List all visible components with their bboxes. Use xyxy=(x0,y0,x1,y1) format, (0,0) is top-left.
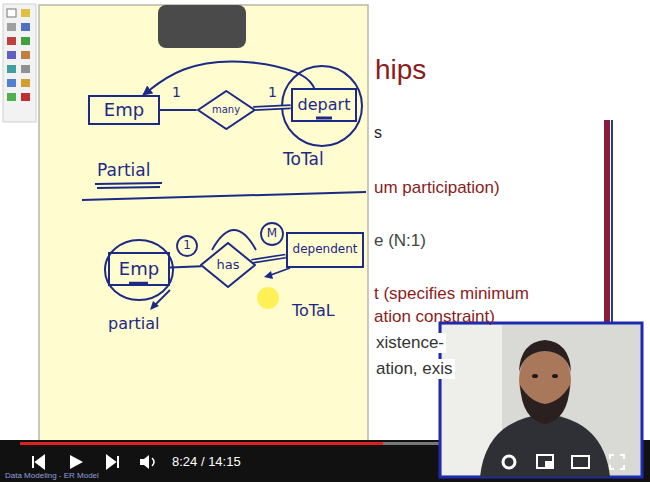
tool-icon xyxy=(21,65,30,73)
connector-gap xyxy=(252,256,286,261)
cursor-highlight xyxy=(257,287,279,309)
slide-text: um participation) xyxy=(374,178,500,198)
miniplayer-icon xyxy=(537,455,553,468)
weak-entity-circle xyxy=(282,66,362,146)
key-underline xyxy=(129,282,148,285)
tool-icon xyxy=(7,65,16,73)
tool-icon xyxy=(7,93,16,101)
slide-text: xistence- xyxy=(374,333,446,353)
tool-icon xyxy=(7,23,16,31)
slide-text: t (specifies minimum xyxy=(374,284,529,304)
separator-line xyxy=(82,192,366,200)
entity-box: Emp xyxy=(88,95,160,125)
node-text: has xyxy=(217,258,240,273)
person-hair xyxy=(519,340,571,372)
cardinality: 1 xyxy=(172,84,181,100)
weak-entity-box: depart xyxy=(291,88,358,122)
settings-icon xyxy=(503,456,515,468)
note-panel xyxy=(39,5,368,442)
slide-text: e (N:1) xyxy=(374,231,426,251)
theater-icon xyxy=(572,456,589,468)
participation-note: ToTaL xyxy=(292,302,335,320)
connector-path xyxy=(170,266,201,267)
volume-icon xyxy=(140,455,149,469)
participation-note: partial xyxy=(108,315,160,333)
tool-icon xyxy=(21,37,30,45)
fullscreen-icon xyxy=(610,455,624,469)
underline xyxy=(95,183,162,184)
relationship-diamond: many xyxy=(197,90,256,130)
node-text: dependent xyxy=(293,243,358,257)
tool-icon xyxy=(21,23,30,31)
slide-text: s xyxy=(374,124,382,142)
connector-path xyxy=(252,256,286,261)
cardinality: 1 xyxy=(268,84,277,100)
relationship-line xyxy=(170,266,201,267)
connector-gap xyxy=(253,107,290,109)
entity-box: Emp xyxy=(108,252,170,286)
next-icon xyxy=(107,456,118,468)
connector-path xyxy=(253,107,290,109)
prev-icon xyxy=(33,456,44,468)
total-participation-line xyxy=(252,256,286,261)
arrow-head xyxy=(264,271,273,279)
node-text: depart xyxy=(298,96,351,114)
connector-path xyxy=(160,109,197,111)
panel-tab xyxy=(158,5,246,48)
relationship-line xyxy=(160,110,197,111)
relationship-diamond: has xyxy=(200,242,256,288)
underline xyxy=(97,187,160,188)
volume-icon xyxy=(152,458,154,466)
total-participation-line xyxy=(253,107,290,109)
tool-icon xyxy=(21,9,30,17)
play-icon xyxy=(70,455,83,469)
key-underline xyxy=(316,117,332,120)
callout-circle xyxy=(177,236,197,256)
node-text: Emp xyxy=(119,259,159,280)
tool-icon xyxy=(7,51,16,59)
diamond-shape xyxy=(201,243,255,287)
person-eye xyxy=(532,374,538,378)
entity-box: dependent xyxy=(286,232,365,268)
slide-ground xyxy=(0,0,650,445)
person-beard xyxy=(520,385,570,424)
arrow-head xyxy=(150,301,159,310)
tool-icon xyxy=(21,79,30,87)
slide-title: hips xyxy=(375,54,426,86)
tool-icon xyxy=(7,79,16,87)
watermark: Data Modeling - ER Model xyxy=(5,471,99,480)
time-display: 8:24 / 14:15 xyxy=(172,455,241,470)
entity-circle xyxy=(105,240,173,300)
connector-path xyxy=(143,61,314,95)
cardinality: M xyxy=(267,227,277,241)
tool-icon xyxy=(21,51,30,59)
cardinality: 1 xyxy=(183,239,191,253)
tool-icon xyxy=(7,37,16,45)
tool-icon xyxy=(21,93,30,101)
node-text: Emp xyxy=(104,100,144,121)
callout-circle xyxy=(261,223,283,245)
progress-played xyxy=(20,442,383,445)
slide-text: ation constraint) xyxy=(374,307,495,327)
participation-note: Partial xyxy=(97,161,150,181)
toolbar xyxy=(3,4,36,122)
participation-note: ToTal xyxy=(283,150,324,170)
tool-icon xyxy=(7,9,16,17)
slide-text: ation, exis xyxy=(374,359,455,379)
diamond-shape xyxy=(198,91,255,129)
person-eye xyxy=(552,374,558,378)
miniplayer-icon xyxy=(545,461,552,467)
webcam-frame xyxy=(440,323,642,477)
node-text: many xyxy=(212,104,240,116)
relationship-line xyxy=(143,61,314,95)
